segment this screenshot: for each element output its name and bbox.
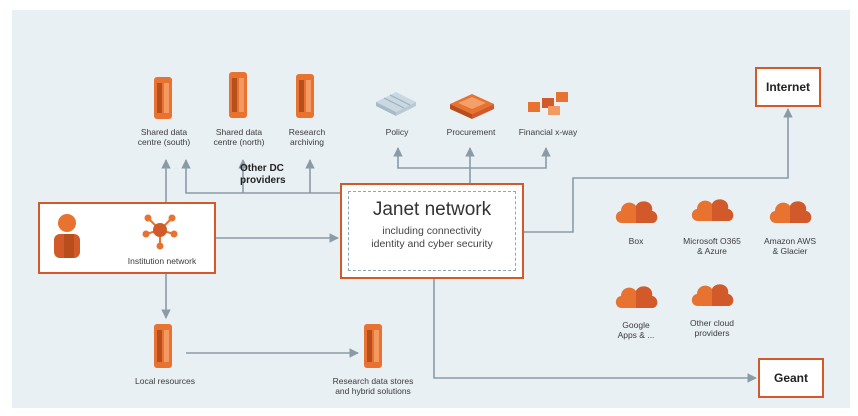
procurement-label: Procurement bbox=[446, 127, 496, 137]
user-person-icon bbox=[54, 214, 80, 258]
server-rack-icon bbox=[296, 74, 314, 118]
cloud-icon bbox=[691, 199, 734, 221]
research-data-stores-label: Research data stores and hybrid solution… bbox=[332, 376, 414, 396]
cloud-icon bbox=[615, 201, 658, 223]
cloud-icon bbox=[769, 201, 812, 223]
financial-blocks-icon bbox=[528, 92, 568, 115]
cloud-icon bbox=[691, 284, 734, 306]
financial-label: Financial x-way bbox=[518, 127, 578, 137]
cloud-other-label: Other cloud providers bbox=[690, 318, 734, 338]
cloud-microsoft-label: Microsoft O365 & Azure bbox=[683, 236, 741, 256]
janet-subtitle: including connectivity identity and cybe… bbox=[371, 225, 493, 250]
geant-box: Geant bbox=[758, 358, 824, 398]
other-dc-providers-label: Other DC providers bbox=[240, 163, 286, 186]
internet-box: Internet bbox=[755, 67, 821, 107]
institution-network-label: Institution network bbox=[127, 256, 197, 266]
server-rack-icon bbox=[229, 72, 247, 118]
server-rack-icon bbox=[154, 324, 172, 368]
janet-inner-border bbox=[348, 191, 516, 271]
server-rack-icon bbox=[364, 324, 382, 368]
cloud-amazon-label: Amazon AWS & Glacier bbox=[763, 236, 817, 256]
dc-north-label: Shared data centre (north) bbox=[213, 127, 265, 147]
procurement-briefcase-icon bbox=[450, 94, 494, 119]
policy-label: Policy bbox=[385, 127, 409, 137]
cloud-icon bbox=[615, 286, 658, 308]
janet-network-box: Janet network including connectivity ide… bbox=[340, 183, 524, 279]
network-hub-icon bbox=[142, 214, 178, 250]
policy-building-icon bbox=[376, 92, 416, 116]
janet-title: Janet network bbox=[372, 199, 492, 220]
institution-box bbox=[38, 202, 216, 274]
research-archiving-label: Research archiving bbox=[288, 127, 326, 147]
dc-south-label: Shared data centre (south) bbox=[137, 127, 191, 147]
server-rack-icon bbox=[154, 77, 172, 119]
cloud-box-label: Box bbox=[628, 236, 644, 246]
local-resources-label: Local resources bbox=[134, 376, 195, 386]
cloud-google-label: Google Apps & ... bbox=[617, 320, 655, 340]
